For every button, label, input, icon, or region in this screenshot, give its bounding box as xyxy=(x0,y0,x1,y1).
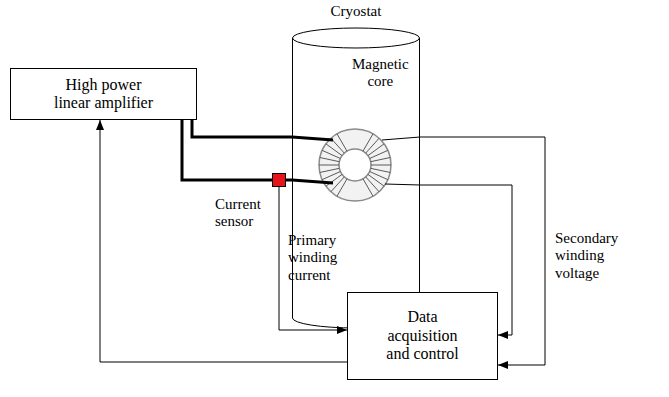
sensor-label: Current sensor xyxy=(215,196,261,231)
secondary-lead xyxy=(382,137,420,140)
current-sensor: Current sensor xyxy=(272,173,286,187)
winding-stroke xyxy=(363,134,373,151)
box-text: High power linear amplifier xyxy=(51,76,157,113)
cylinder-outline xyxy=(292,28,420,328)
winding-stroke xyxy=(368,144,384,156)
wire xyxy=(286,179,292,182)
winding-strokes xyxy=(319,134,391,196)
winding-stroke xyxy=(366,177,379,192)
core-label: Magnetic core xyxy=(352,56,409,91)
winding-stroke xyxy=(370,150,388,158)
winding-stroke xyxy=(337,179,347,196)
signal-label: Secondary winding voltage xyxy=(555,230,618,282)
signal-label: Primary winding current xyxy=(288,232,337,284)
winding-stroke xyxy=(368,174,384,186)
primary-lead xyxy=(292,137,333,140)
winding-stroke xyxy=(366,138,379,153)
winding-stroke xyxy=(320,168,340,172)
winding-stroke xyxy=(319,165,339,166)
signal-arrow xyxy=(100,120,347,362)
cryostat-title: Cryostat xyxy=(292,3,420,20)
daq-box: Data acquisition and control xyxy=(347,292,498,380)
winding-stroke xyxy=(337,134,347,151)
signal-arrow xyxy=(279,187,347,330)
winding-stroke xyxy=(326,174,342,186)
wire xyxy=(182,120,272,180)
cylinder-top xyxy=(293,28,420,48)
winding-stroke xyxy=(370,172,388,180)
winding-stroke xyxy=(331,177,344,192)
wire xyxy=(192,120,292,137)
secondary-lead xyxy=(385,184,420,185)
winding-stroke xyxy=(371,158,391,162)
core-inner xyxy=(339,149,371,181)
winding-stroke xyxy=(371,165,391,166)
cylinder-body xyxy=(293,38,420,328)
winding-stroke xyxy=(320,158,340,162)
box-text: Data acquisition and control xyxy=(378,308,468,363)
winding-stroke xyxy=(363,179,373,196)
primary-lead xyxy=(292,180,333,183)
winding-stroke xyxy=(326,144,342,156)
amplifier-box: High power linear amplifier xyxy=(10,68,197,120)
winding-stroke xyxy=(322,172,340,180)
winding-stroke xyxy=(371,168,391,172)
winding-stroke xyxy=(322,150,340,158)
cryostat-cylinder: Cryostat xyxy=(292,28,420,328)
